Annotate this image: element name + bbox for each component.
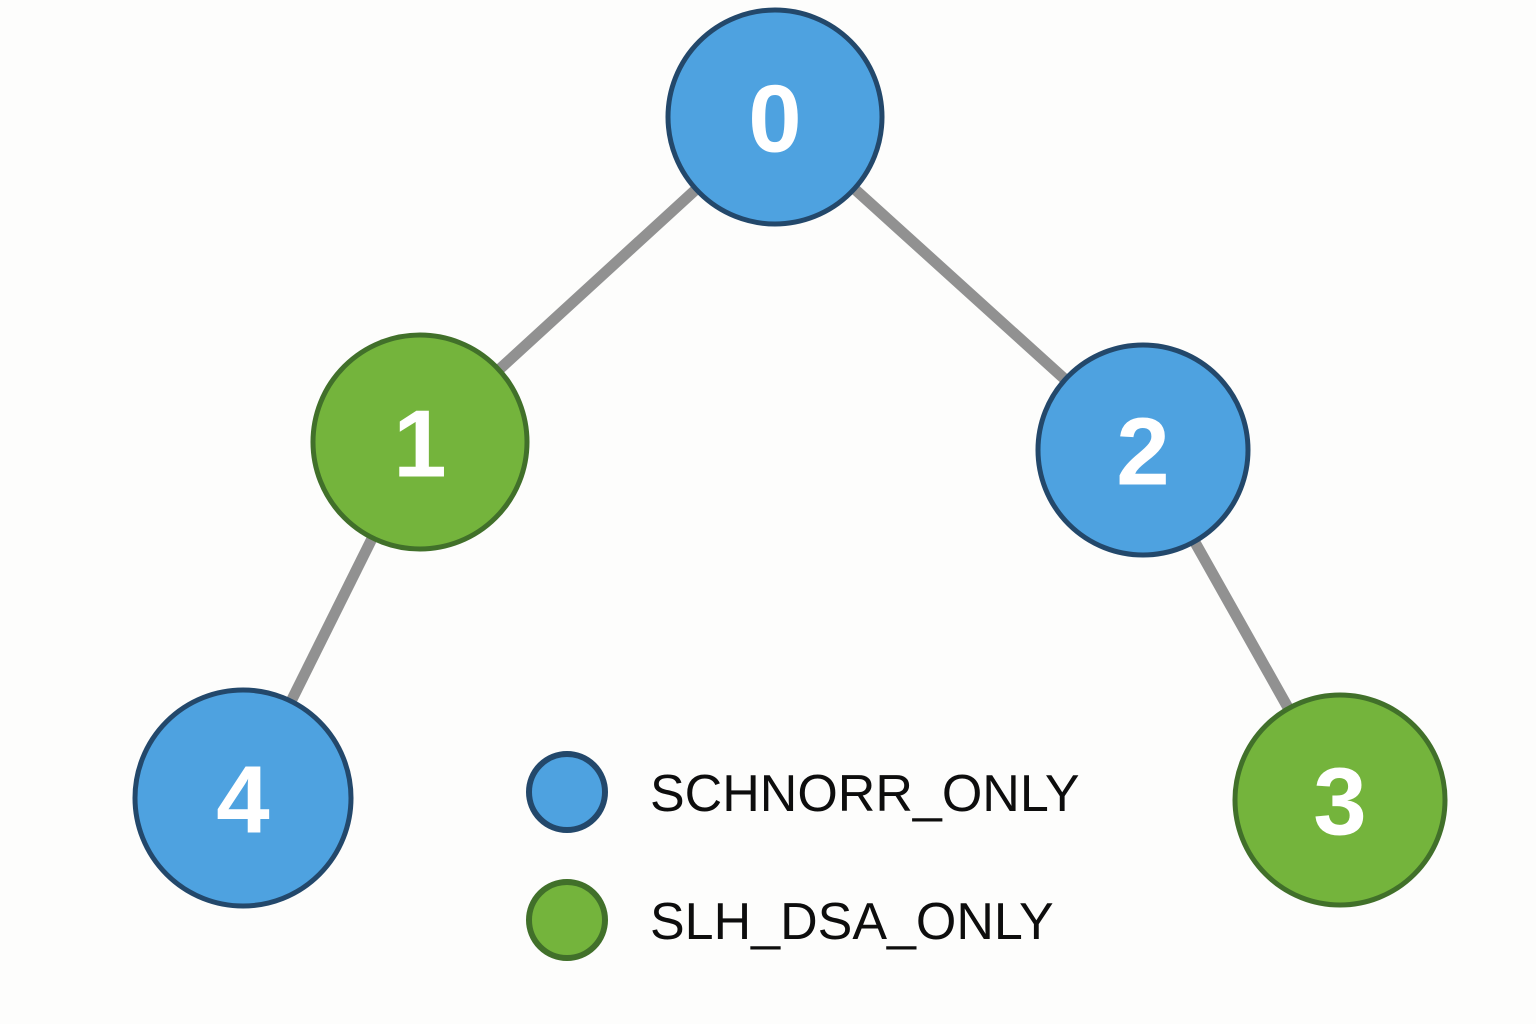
node-circle-4[interactable] xyxy=(132,687,354,909)
legend-item-slh-dsa-only[interactable]: SLH_DSA_ONLY xyxy=(526,879,1054,961)
legend-marker-icon xyxy=(526,879,608,961)
node-label-0: 0 xyxy=(748,66,801,173)
node-label-1: 1 xyxy=(393,391,446,498)
edges-layer xyxy=(285,183,1295,713)
legend-label: SCHNORR_ONLY xyxy=(650,765,1080,823)
node-label-4: 4 xyxy=(216,747,269,854)
graph-node-1[interactable]: 1 xyxy=(310,332,530,552)
legend: SCHNORR_ONLY SLH_DSA_ONLY xyxy=(526,751,1080,961)
graph-edge-2-3 xyxy=(1188,537,1295,713)
graph-edge-0-2 xyxy=(849,183,1071,385)
node-circle-2[interactable] xyxy=(1035,342,1251,558)
legend-marker-icon xyxy=(526,751,608,833)
graph-node-4[interactable]: 4 xyxy=(132,687,354,909)
graph-node-2[interactable]: 2 xyxy=(1035,342,1251,558)
node-circle-1[interactable] xyxy=(310,332,530,552)
node-label-3: 3 xyxy=(1313,749,1366,856)
legend-label: SLH_DSA_ONLY xyxy=(650,893,1054,951)
legend-item-schnorr-only[interactable]: SCHNORR_ONLY xyxy=(526,751,1080,833)
nodes-layer: 0 1 2 3 4 xyxy=(132,7,1448,909)
graph-edge-1-4 xyxy=(285,533,379,706)
node-label-2: 2 xyxy=(1116,399,1169,506)
graph-node-3[interactable]: 3 xyxy=(1232,692,1448,908)
node-circle-0[interactable] xyxy=(665,7,885,227)
graph-edge-0-1 xyxy=(493,183,702,376)
node-circle-3[interactable] xyxy=(1232,692,1448,908)
graph-node-0[interactable]: 0 xyxy=(665,7,885,227)
